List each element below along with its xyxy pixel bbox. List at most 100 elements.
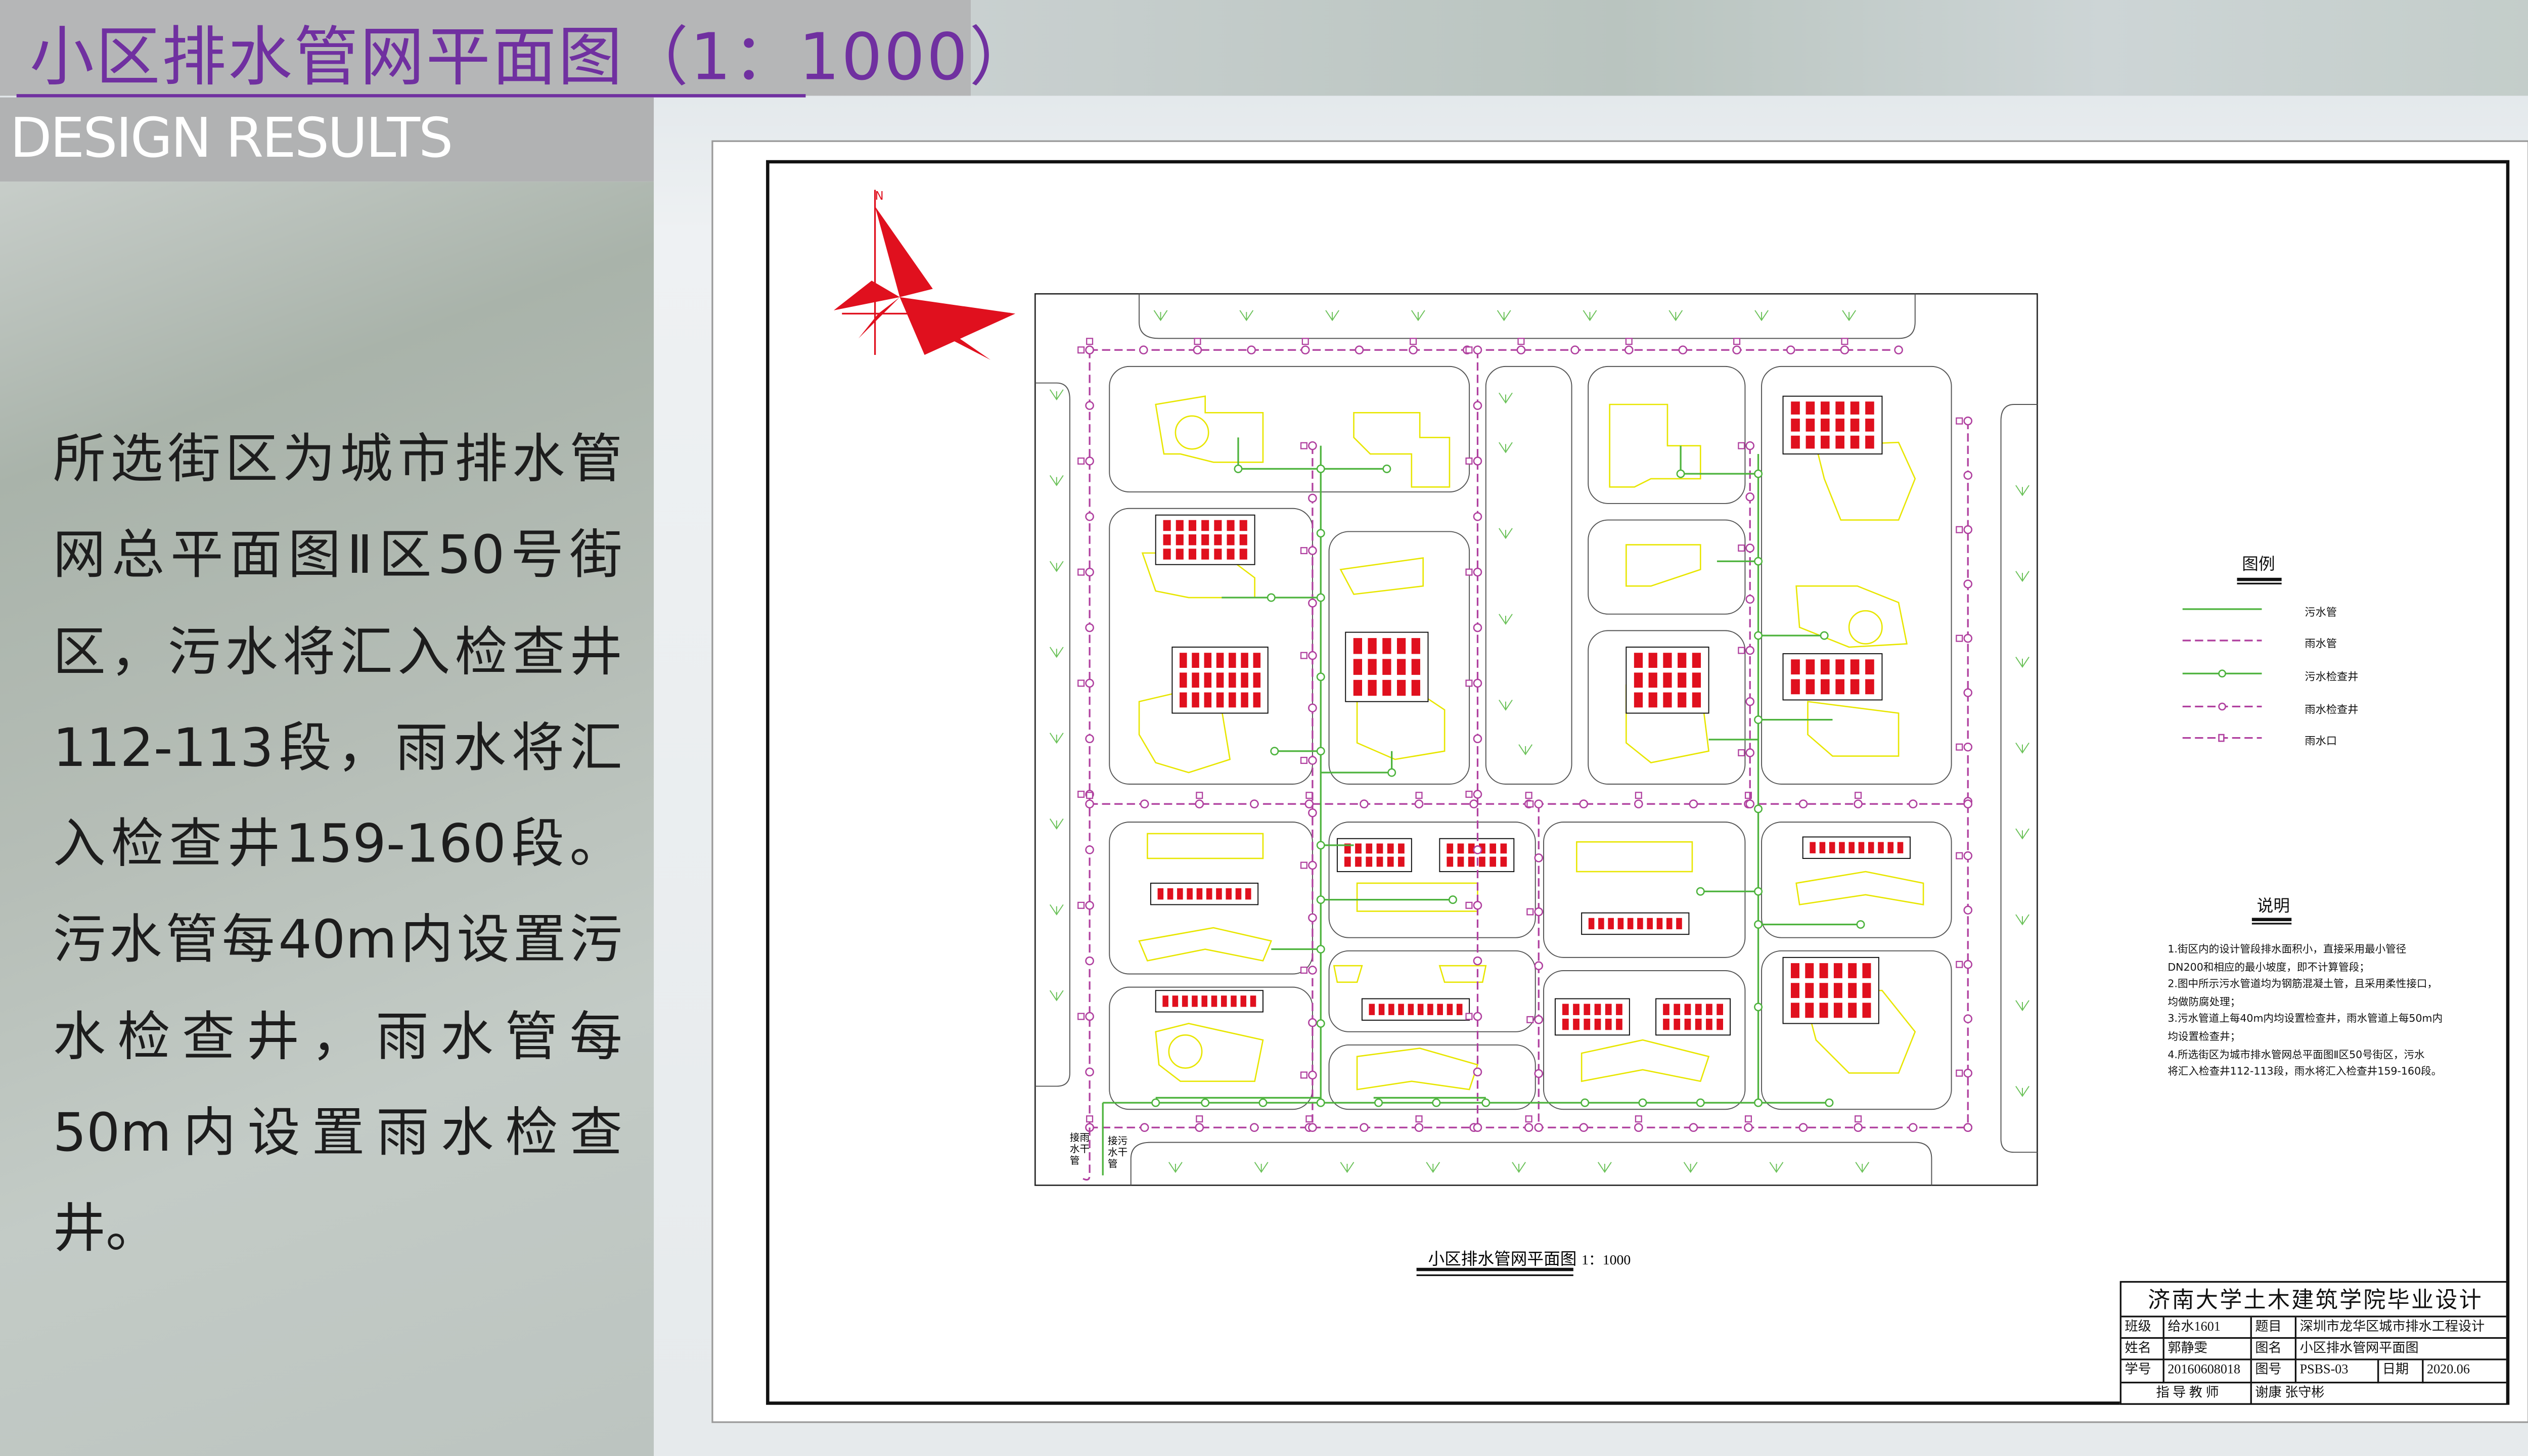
sewer-manhole-icon [1696,887,1705,896]
parking-space [1692,672,1701,688]
parking-space [1227,534,1235,545]
rain-manhole-icon [1473,790,1482,799]
rain-inlet-icon [1841,338,1848,345]
parking-space [1188,534,1197,545]
sewer-manhole-icon [1754,804,1763,813]
parking-space [1820,418,1830,432]
parking-space [1172,995,1179,1007]
notes-title-underline [2251,918,2292,921]
parking-space [1353,679,1363,696]
parking-space [1862,983,1871,998]
rain-inlet-icon [1300,442,1307,449]
parking-space [1862,1003,1871,1018]
parking-space [1678,653,1687,668]
north-arrow-icon [833,190,1016,360]
rain-manhole-icon [1963,905,1973,915]
description-line: 水检查井，雨水管每 [53,1005,623,1068]
parking-space [1810,842,1816,853]
tree-icon [1411,310,1425,322]
parking-space [1396,638,1406,654]
parking-space [1820,435,1830,449]
rain-inlet-icon [1465,568,1473,576]
rain-manhole-icon [1534,961,1544,971]
subtitle-band [0,97,654,182]
tree-icon [1512,1162,1526,1173]
rain-manhole-icon [1963,579,1973,588]
parking-space [1634,692,1643,708]
parking-space [1489,843,1497,854]
rain-inlet-icon [1415,792,1423,799]
rain-inlet-icon [1625,338,1633,345]
building-outline [1168,1034,1203,1069]
building-outline [1353,412,1451,488]
parking-space [1887,842,1894,853]
parking-space [1695,1004,1702,1015]
parking-space [1692,653,1701,668]
tree-icon [2015,571,2029,582]
parking-space [1241,653,1248,668]
tree-icon [1842,310,1857,322]
parking-space [1366,856,1373,867]
rain-inlet-icon [1525,1115,1532,1123]
rain-inlet-icon [1733,338,1741,345]
rain-inlet-icon [1465,457,1473,465]
parking-space [1192,672,1199,688]
parking-space [1637,918,1643,930]
parking-lot [1361,998,1470,1021]
rain-manhole-icon [1414,1123,1424,1132]
rain-manhole-icon [1963,688,1973,697]
parking-space [1805,659,1815,675]
rain-manhole-icon [1534,853,1544,862]
rain-manhole-icon [1473,512,1482,521]
parking-space [1605,1004,1612,1015]
parking-space [1177,888,1183,900]
aerial-photo-panel [0,181,654,1456]
rain-manhole-icon [1360,1123,1369,1132]
parking-space [1396,659,1406,675]
rain-manhole-icon [1355,345,1364,355]
parking-space [1229,692,1236,708]
rain-manhole-icon [1085,512,1094,521]
rain-manhole-icon [1534,907,1544,917]
parking-space [1865,659,1874,675]
parking-space [1617,918,1624,930]
rain-inlet-icon [1526,1016,1534,1023]
parking-space [1417,1004,1424,1015]
tree-icon [1583,310,1597,322]
rain-manhole-icon [1308,546,1317,555]
parking-space [1717,1004,1724,1015]
parking-space [1447,1004,1453,1015]
parking-space [1616,1004,1622,1015]
tree-icon [1754,310,1769,322]
rain-manhole-icon [1732,345,1741,355]
parking-space [1835,679,1845,695]
parking-space [1647,918,1653,930]
description-line: 污水管每40m内设置污 [53,908,623,972]
parking-space [1387,843,1394,854]
parking-space [1594,1018,1601,1030]
block-outline [1328,531,1470,785]
road-edge [1035,382,1070,1087]
rain-inlet-icon [1301,338,1309,345]
rain-manhole-icon [1085,457,1094,466]
rain-manhole-icon [1473,623,1482,632]
parking-space [1819,1003,1828,1018]
sewer-manhole-icon [1316,841,1325,850]
parking-space [1805,679,1815,695]
block-outline [1588,630,1746,785]
description-text: 所选街区为城市排水管 网总平面图Ⅱ区50号街 区，污水将汇入检查井 112-11… [53,411,622,1277]
block-outline [1761,822,1952,938]
rain-inlet-icon [1635,1115,1642,1123]
block-outline [1543,822,1746,958]
parking-space [1805,1003,1814,1018]
block-outline [1761,950,1952,1110]
parking-space [1706,1018,1712,1030]
rain-inlet-icon [1196,792,1203,799]
parking-space [1211,995,1217,1007]
rain-manhole-icon [1963,1068,1973,1078]
parking-space [1678,672,1687,688]
note-line: DN200和相应的最小坡度，即不计算管段； [2168,962,2370,974]
rain-inlet-icon [1196,1115,1203,1123]
building-outline [1438,965,1487,983]
